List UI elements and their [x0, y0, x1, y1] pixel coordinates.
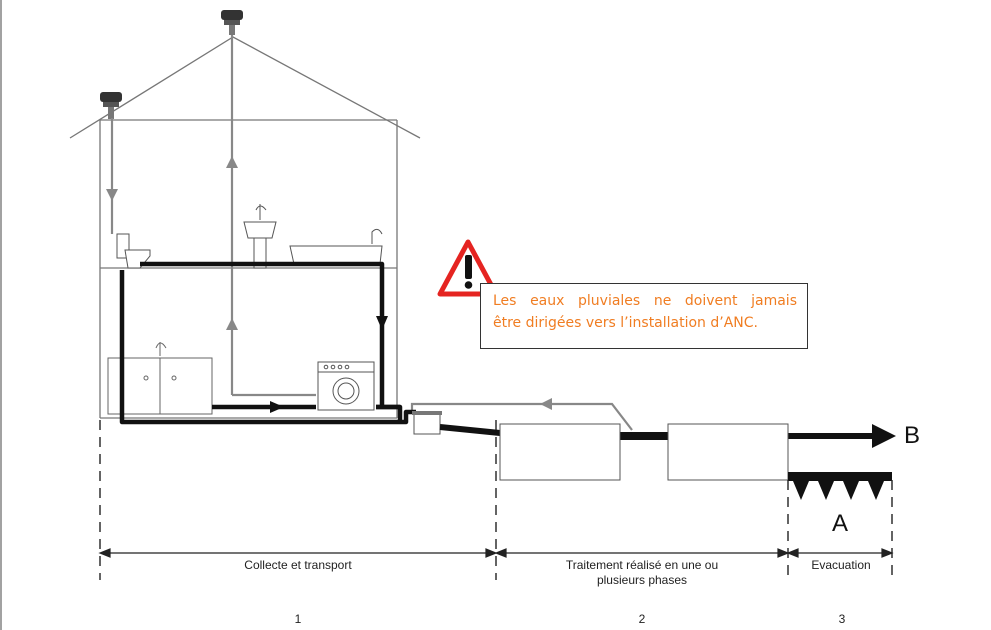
house-outline	[69, 36, 421, 419]
infiltration-bar	[788, 472, 892, 481]
kitchen-sink-icon	[107, 342, 213, 415]
outlet-label-b: B	[904, 422, 921, 449]
phase-1-number: 1	[294, 612, 302, 626]
ventilation-pipes	[110, 35, 633, 431]
phase-spans	[98, 548, 894, 558]
wastewater-pipes	[119, 261, 416, 425]
treatment-tank-2	[667, 423, 789, 481]
bathtub-icon	[289, 228, 383, 265]
roof-vent-right-icon	[221, 10, 243, 35]
phase-2-label: Traitement réalisé en une ou plusieurs p…	[506, 558, 778, 588]
outlet-pipe	[439, 424, 878, 440]
inspection-box-icon	[412, 411, 442, 435]
roof-vent-left-icon	[100, 92, 122, 119]
phase-2-label-line1: Traitement réalisé en une ou	[565, 558, 719, 572]
infiltration-arrows-icon	[793, 481, 884, 500]
treatment-tank-1	[499, 423, 621, 481]
warning-line-2: être dirigées vers l’installation d’ANC.	[493, 315, 758, 331]
phase-2-number: 2	[638, 612, 646, 626]
phase-1-label: Collecte et transport	[244, 558, 352, 572]
warning-triangle-icon	[437, 239, 499, 297]
infiltration-label-a: A	[832, 510, 849, 537]
outlet-b-arrow-icon	[872, 424, 896, 448]
warning-line-1: Les eaux pluviales ne doivent jamais	[493, 293, 797, 309]
phase-dividers	[99, 420, 893, 580]
washbasin-icon	[243, 204, 277, 269]
wastewater-arrows	[270, 316, 388, 413]
phase-3-label: Evacuation	[811, 558, 871, 572]
warning-message-box: Les eaux pluviales ne doivent jamais êtr…	[480, 283, 808, 349]
phase-3-number: 3	[838, 612, 846, 626]
washing-machine-icon	[317, 361, 375, 411]
ventilation-arrows	[106, 156, 552, 410]
phase-2-label-line2: plusieurs phases	[596, 573, 688, 587]
